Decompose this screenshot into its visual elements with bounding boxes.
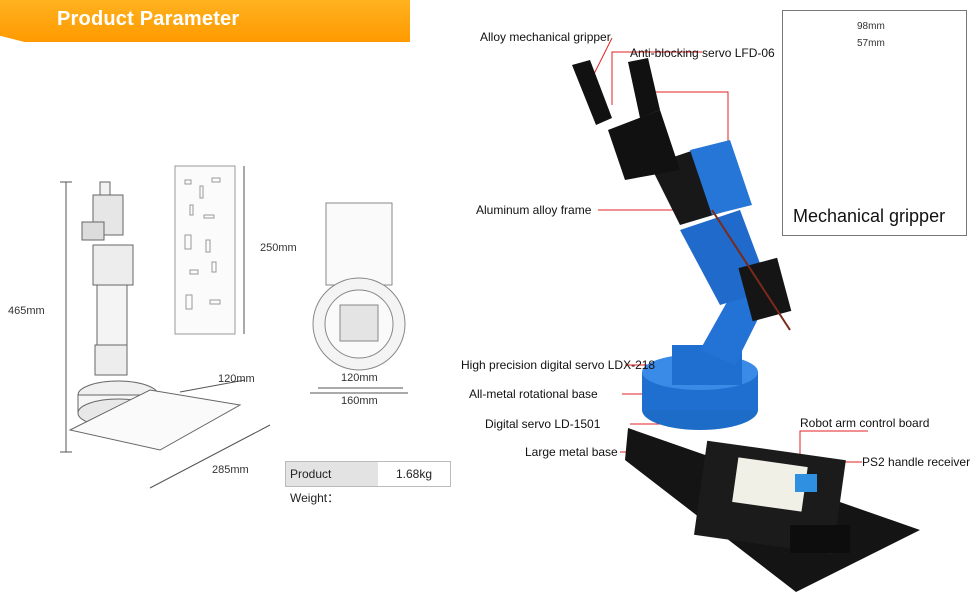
dim-disc-inner: 120mm bbox=[341, 372, 378, 384]
section-banner bbox=[0, 0, 410, 42]
inset-dim-inner: 57mm bbox=[857, 38, 885, 49]
callout-aluminum-frame: Aluminum alloy frame bbox=[476, 203, 592, 217]
callout-alloy-gripper: Alloy mechanical gripper bbox=[480, 30, 611, 44]
callout-high-precision-servo: High precision digital servo LDX-218 bbox=[461, 358, 656, 372]
gripper-inset bbox=[782, 10, 967, 236]
product-weight-box: Product Weight： 1.68kg bbox=[285, 461, 451, 505]
dim-disc-outer: 160mm bbox=[341, 395, 378, 407]
mounting-plate-sketch bbox=[174, 165, 236, 335]
callout-anti-blocking-servo: Anti-blocking servo LFD-06 bbox=[630, 46, 775, 60]
inset-dim-outer: 98mm bbox=[857, 21, 885, 32]
weight-value: 1.68kg bbox=[395, 467, 433, 481]
arm-sketch bbox=[68, 181, 242, 451]
callout-rotational-base: All-metal rotational base bbox=[469, 387, 598, 401]
dim-base-length: 285mm bbox=[212, 464, 249, 476]
weight-label: Product Weight： bbox=[286, 462, 378, 505]
callout-ps2-receiver: PS2 handle receiver bbox=[862, 455, 970, 469]
callout-large-base: Large metal base bbox=[525, 445, 618, 459]
callout-control-board: Robot arm control board bbox=[800, 416, 930, 430]
callout-digital-servo: Digital servo LD-1501 bbox=[485, 417, 601, 431]
dim-base-width: 120mm bbox=[218, 373, 255, 385]
banner-title: Product Parameter bbox=[57, 8, 240, 30]
inset-caption: Mechanical gripper bbox=[793, 206, 946, 226]
dim-plate-height: 250mm bbox=[260, 242, 297, 254]
dim-total-height: 465mm bbox=[8, 305, 45, 317]
robot-arm-illustration bbox=[572, 58, 920, 592]
base-top-view bbox=[312, 202, 406, 371]
